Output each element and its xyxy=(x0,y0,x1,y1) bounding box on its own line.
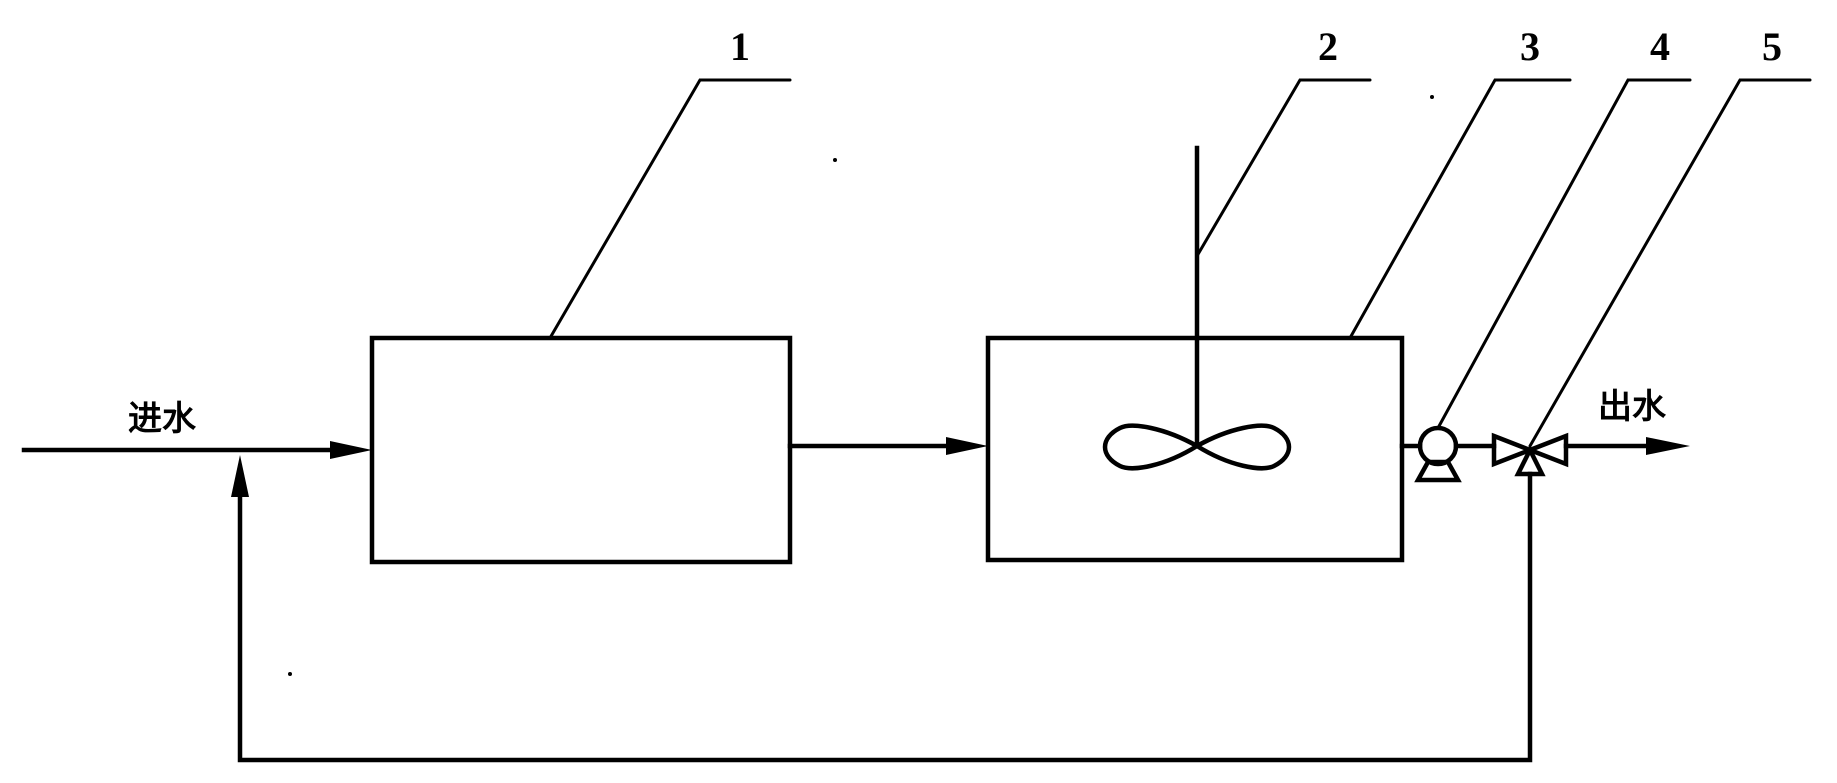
connector-arrowhead xyxy=(946,437,988,455)
three-way-valve-icon xyxy=(1491,432,1537,468)
callout-1-leader xyxy=(548,78,792,340)
impeller-left-blade xyxy=(1102,423,1202,471)
inlet-arrowhead xyxy=(330,441,372,459)
callout-2-leader xyxy=(1195,78,1372,258)
callout-3-label: 3 xyxy=(1520,24,1540,69)
callout-3-leader xyxy=(1348,78,1572,340)
callout-1-label: 1 xyxy=(730,24,750,69)
pump-icon xyxy=(1417,425,1459,467)
scan-dot xyxy=(833,158,837,162)
tank-1-box xyxy=(369,335,793,565)
recycle-loop-line xyxy=(237,471,1533,763)
callout-4-leader xyxy=(1436,78,1692,430)
outlet-arrowhead xyxy=(1646,437,1690,455)
callout-5-label: 5 xyxy=(1762,24,1782,69)
outlet-label: 出水 xyxy=(1598,387,1667,427)
inlet-label: 进水 xyxy=(128,399,197,439)
scan-dot xyxy=(1430,95,1434,99)
callout-2-label: 2 xyxy=(1318,24,1338,69)
pump-base-icon xyxy=(1414,459,1462,483)
three-way-valve-right-icon xyxy=(1523,432,1569,468)
impeller-right-blade xyxy=(1192,423,1292,471)
scan-dot xyxy=(288,672,292,676)
callout-4-label: 4 xyxy=(1650,24,1670,69)
recycle-arrowhead xyxy=(231,455,249,497)
callout-5-leader xyxy=(1528,78,1812,448)
